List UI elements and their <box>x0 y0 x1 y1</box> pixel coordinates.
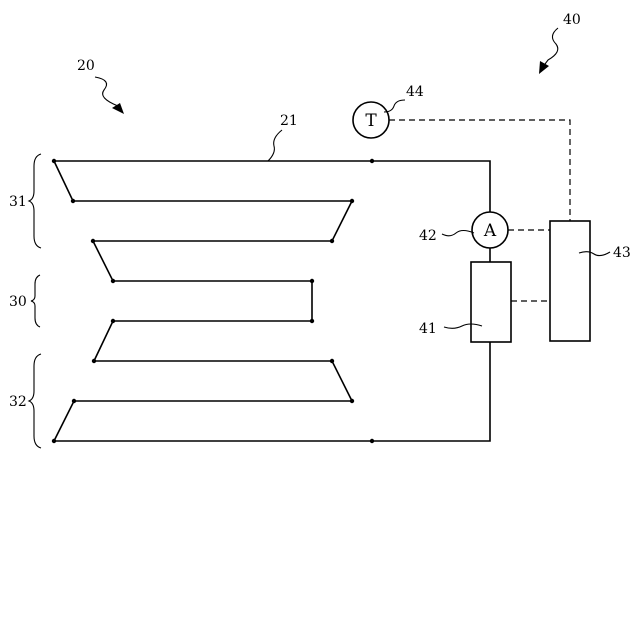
label-31: 31 <box>9 194 27 210</box>
arrow-40 <box>539 28 558 74</box>
ammeter-letter: A <box>483 221 497 241</box>
brace-section-30 <box>31 275 40 327</box>
label-43: 43 <box>613 245 631 261</box>
label-32: 32 <box>9 394 27 410</box>
label-41: 41 <box>419 321 437 337</box>
label-42: 42 <box>419 228 437 244</box>
unit-41-box <box>471 262 511 342</box>
label-20: 20 <box>77 58 95 74</box>
label-30: 30 <box>9 294 27 310</box>
thermometer-letter: T <box>365 111 377 131</box>
brace-section-31 <box>29 154 41 248</box>
serpentine-wire <box>54 161 490 441</box>
label-40: 40 <box>563 12 581 28</box>
label-44: 44 <box>406 84 424 100</box>
leader-44 <box>384 100 405 112</box>
arrow-20 <box>95 77 124 114</box>
leader-21 <box>268 130 282 161</box>
leader-42 <box>442 231 474 236</box>
label-21: 21 <box>280 113 298 129</box>
unit-43-box <box>550 221 590 341</box>
thermometer-signal-line <box>389 120 570 221</box>
brace-section-32 <box>29 354 41 448</box>
